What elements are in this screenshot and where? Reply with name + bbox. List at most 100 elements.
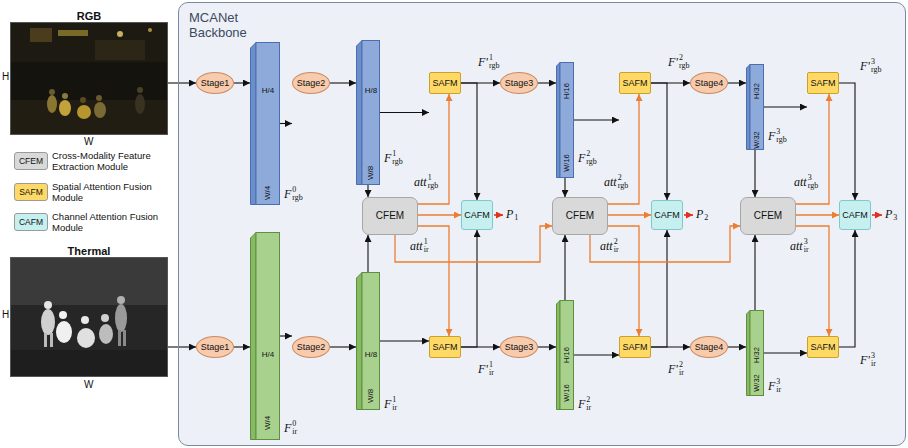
dimension-label: W/8 xyxy=(367,389,375,403)
legend-abbreviation: CFEM xyxy=(19,157,43,166)
cafm-box: CAFM xyxy=(651,200,683,230)
safm-box: SAFM xyxy=(619,336,651,358)
panel-ground xyxy=(179,3,906,446)
feature-symbol: F0ir xyxy=(284,420,297,436)
attention-connector xyxy=(418,214,461,215)
safm-box: SAFM xyxy=(807,336,839,358)
dimension-label: W/32 xyxy=(753,374,761,392)
dimension-label: H/8 xyxy=(365,87,377,95)
feature-connector xyxy=(461,230,477,347)
module-name: CFEM xyxy=(754,211,782,221)
feature-connector xyxy=(367,235,368,272)
feature-connector xyxy=(754,150,755,197)
feature-connector xyxy=(839,83,855,200)
output-arrow xyxy=(684,214,693,216)
image-heading: RGB xyxy=(77,10,101,22)
stage-oval: Stage2 xyxy=(292,72,330,94)
heading-holder: RGB xyxy=(11,6,167,24)
feature-connector xyxy=(574,354,619,355)
cafm-box: CAFM xyxy=(461,200,493,230)
feature-map-block: H/16W/16 xyxy=(556,62,574,178)
feature-connector xyxy=(168,82,196,83)
stage-oval: Stage1 xyxy=(196,336,234,358)
feature-connector xyxy=(564,235,565,300)
feature-connector xyxy=(330,346,356,347)
module-name: Stage3 xyxy=(505,343,534,352)
cfem-box: CFEM xyxy=(740,197,796,235)
module-name: CAFM xyxy=(654,211,680,220)
feature-connector xyxy=(234,346,250,347)
feature-map-block: H/4W/4 xyxy=(250,232,280,440)
swatch-text-holder: CAFM xyxy=(14,213,48,231)
module-name: SAFM xyxy=(622,343,647,352)
image-heading: Thermal xyxy=(68,245,111,257)
feature-map-block: H/8W/8 xyxy=(356,40,380,185)
edge-label: F'3rgb xyxy=(860,58,881,74)
dimension-label: W/4 xyxy=(264,186,272,200)
cfem-box: CFEM xyxy=(362,197,418,235)
module-name: Stage1 xyxy=(201,79,230,88)
module-name: SAFM xyxy=(622,79,647,88)
module-name: CAFM xyxy=(464,211,490,220)
dimension-label: H/32 xyxy=(753,347,761,363)
attention-connector xyxy=(608,214,651,215)
photo-frame: RGB xyxy=(10,22,168,135)
thermal-photo xyxy=(10,257,168,377)
stage-oval: Stage3 xyxy=(500,72,538,94)
feature-connector xyxy=(330,82,356,83)
module-name: SAFM xyxy=(432,79,457,88)
feature-connector xyxy=(764,106,807,107)
stage-oval: Stage2 xyxy=(292,336,330,358)
feature-symbol: P3 xyxy=(885,206,897,222)
edge-label: F'2ir xyxy=(668,361,684,377)
feature-connector xyxy=(651,83,667,200)
legend-text: Channel Attention Fusion Module xyxy=(52,212,174,234)
feature-connector xyxy=(728,82,746,83)
feature-symbol: P1 xyxy=(506,206,518,222)
feature-connector xyxy=(280,123,292,124)
output-arrow xyxy=(872,214,882,216)
edge-label: att1ir xyxy=(410,238,429,254)
module-name: CFEM xyxy=(566,211,594,221)
legend-abbreviation: SAFM xyxy=(19,188,43,197)
stage-oval: Stage4 xyxy=(690,336,728,358)
feature-symbol: F3rgb xyxy=(768,128,787,144)
legend-abbreviation: CAFM xyxy=(19,218,43,227)
feature-connector xyxy=(538,346,556,347)
rgb-photo xyxy=(10,22,168,135)
attention-connector xyxy=(590,226,740,262)
module-name: Stage1 xyxy=(201,343,230,352)
dimension-label: H/32 xyxy=(753,83,761,99)
dimension-label: W/16 xyxy=(563,384,571,402)
module-name: Stage4 xyxy=(695,343,724,352)
feature-map-block: H/8W/8 xyxy=(356,272,380,410)
dimension-label: H/16 xyxy=(563,347,571,363)
module-name: CAFM xyxy=(842,211,868,220)
backbone-panel: MCANet BackboneStage1H/4W/4Stage2H/8W/8S… xyxy=(178,2,906,446)
edge-label: F'1ir xyxy=(478,361,494,377)
module-name: Stage3 xyxy=(505,79,534,88)
feature-symbol: P2 xyxy=(696,206,708,222)
feature-symbol: F3ir xyxy=(768,378,781,394)
legend-text: Spatial Attention Fusion Module xyxy=(52,182,174,204)
feature-map-block: H/32W/32 xyxy=(746,64,764,150)
feature-connector xyxy=(538,82,556,83)
feature-connector xyxy=(754,235,755,310)
feature-connector xyxy=(168,346,196,347)
block-shape xyxy=(356,40,380,185)
module-name: Stage2 xyxy=(297,343,326,352)
heading-holder: Thermal xyxy=(11,241,167,259)
module-name: Stage2 xyxy=(297,79,326,88)
title-holder: MCANet Backbone xyxy=(189,11,261,41)
swatch-text-holder: SAFM xyxy=(14,183,48,201)
edge-label: att2rgb xyxy=(604,174,628,190)
dimension-label: W xyxy=(84,137,93,147)
dimension-label: W/16 xyxy=(563,154,571,172)
feature-connector xyxy=(234,82,250,83)
safm-box: SAFM xyxy=(429,336,461,358)
edge-label: F'3ir xyxy=(860,352,876,368)
dimension-label: W xyxy=(84,380,93,390)
panel-title: MCANet Backbone xyxy=(189,11,261,41)
attention-connector xyxy=(796,214,839,215)
